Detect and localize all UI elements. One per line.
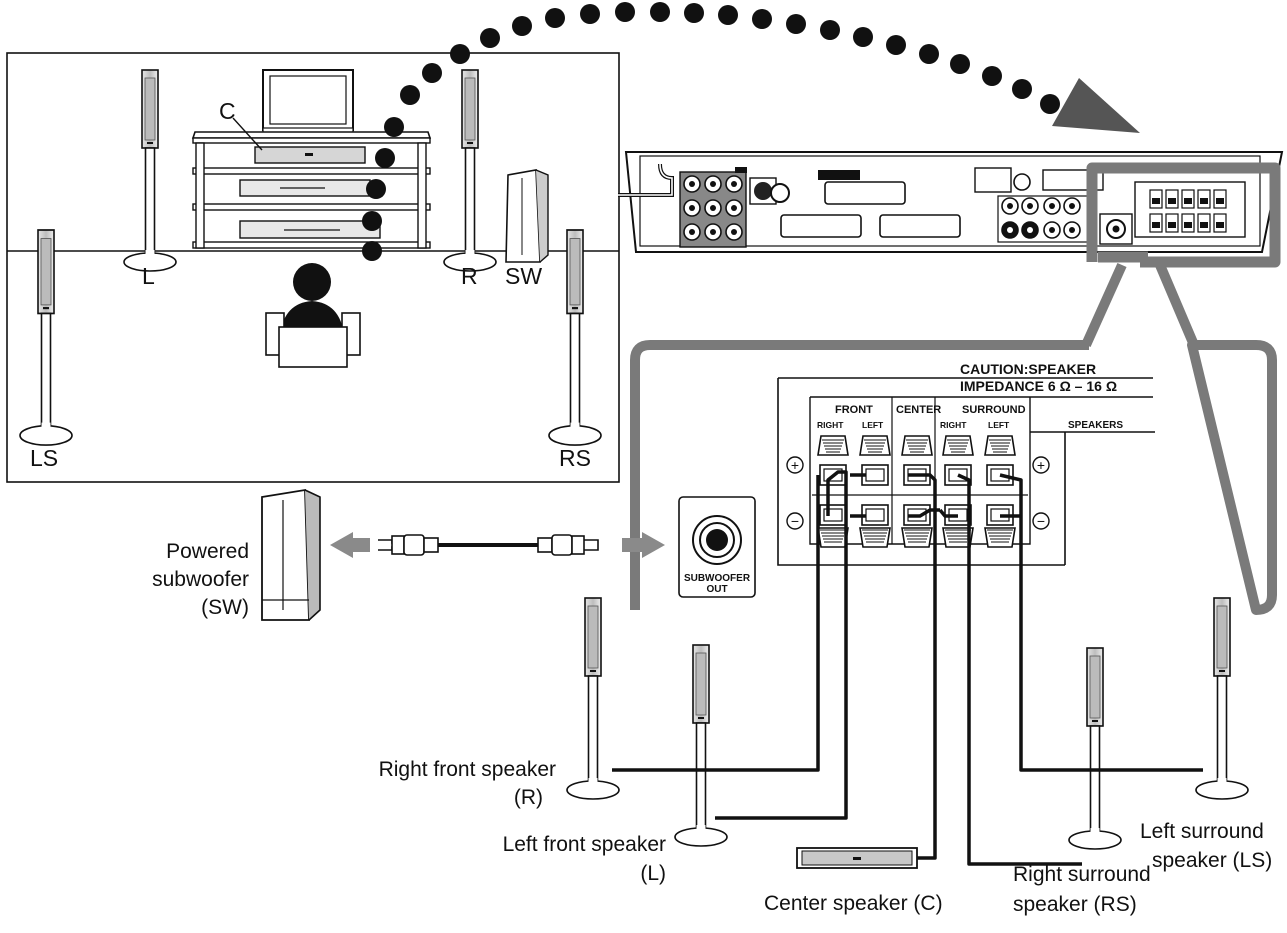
speakers-label: SPEAKERS	[1068, 420, 1123, 431]
dot	[362, 241, 382, 261]
room-label-sw: SW	[505, 263, 542, 289]
label-left-surround-line2: speaker (LS)	[1152, 849, 1272, 872]
dot	[580, 4, 600, 24]
right-front-speaker	[566, 597, 620, 800]
left-front-speaker	[674, 644, 728, 847]
dot	[480, 28, 500, 48]
dot	[422, 63, 442, 83]
subwoofer-room	[505, 169, 549, 263]
minus-sign-right: −	[1037, 513, 1045, 529]
dot	[384, 117, 404, 137]
scart-3	[879, 214, 961, 238]
plus-sign-right: +	[1037, 457, 1045, 473]
dot	[950, 54, 970, 74]
dot	[450, 44, 470, 64]
subwoofer-out-label-1: SUBWOOFER	[684, 573, 751, 584]
minus-sign-left: −	[791, 513, 799, 529]
front-label: FRONT	[835, 404, 873, 416]
dot	[615, 2, 635, 22]
powered-subwoofer	[261, 488, 321, 621]
tv-rack	[191, 69, 432, 249]
dot	[1012, 79, 1032, 99]
room-label-rs: RS	[559, 445, 591, 471]
label-right-surround-line1: Right surround	[1013, 863, 1151, 886]
surround-left-label: LEFT	[988, 420, 1010, 430]
dot	[982, 66, 1002, 86]
dot	[1040, 94, 1060, 114]
label-right-surround-line2: speaker (RS)	[1013, 893, 1137, 916]
dotted-path-arrow	[362, 2, 1060, 261]
dot	[366, 179, 386, 199]
listener-figure	[265, 263, 361, 368]
dot	[786, 14, 806, 34]
surround-label: SURROUND	[962, 404, 1026, 416]
label-left-front-line1: Left front speaker	[503, 833, 666, 856]
plus-sign-left: +	[791, 457, 799, 473]
arrow-left-icon	[330, 532, 370, 558]
av-jacks	[683, 175, 743, 241]
scart-1	[824, 181, 906, 205]
label-right-front-line1: Right front speaker	[379, 758, 556, 781]
speaker-terminal-panel: CAUTION:SPEAKER IMPEDANCE 6 Ω – 16 Ω FRO…	[678, 361, 1155, 598]
subwoofer-label-line2: subwoofer	[152, 568, 249, 591]
speaker-terminals	[812, 435, 1028, 548]
label-center: Center speaker (C)	[764, 892, 943, 915]
center-label: CENTER	[896, 404, 941, 416]
arrow-head	[1052, 78, 1140, 133]
dot	[718, 5, 738, 25]
subwoofer-label-line1: Powered	[166, 540, 249, 563]
plus-icon-left	[786, 456, 804, 474]
audio-jacks	[1001, 197, 1081, 239]
minus-icon-left	[786, 512, 804, 530]
caution-label-1: CAUTION:SPEAKER	[960, 361, 1096, 377]
minus-icon-right	[1032, 512, 1050, 530]
dot	[545, 8, 565, 28]
receiver-rear-panel	[618, 151, 1284, 253]
caution-label-2: IMPEDANCE 6 Ω – 16 Ω	[960, 378, 1117, 394]
dot	[650, 2, 670, 22]
dot	[400, 85, 420, 105]
arrow-right-icon	[622, 532, 665, 558]
dot	[820, 20, 840, 40]
front-left-label: LEFT	[862, 420, 884, 430]
subwoofer-label-line3: (SW)	[201, 596, 249, 619]
plus-icon-right	[1032, 456, 1050, 474]
dot	[375, 148, 395, 168]
surround-right-label: RIGHT	[940, 420, 967, 430]
callout-zoom	[630, 162, 1281, 615]
speaker-wires	[612, 470, 1203, 866]
label-left-surround-line1: Left surround	[1140, 820, 1264, 843]
center-speaker	[796, 847, 918, 869]
scart-2	[780, 214, 862, 238]
dot	[362, 211, 382, 231]
dot	[853, 27, 873, 47]
room-label-c: C	[219, 98, 236, 124]
mini-speaker-terminals	[1149, 189, 1227, 233]
left-surround-speaker	[1195, 597, 1249, 800]
right-surround-speaker	[1068, 647, 1122, 850]
room-label-l: L	[142, 263, 155, 289]
room-layout-box: C L R SW LS RS	[6, 52, 620, 483]
label-right-front-line2: (R)	[514, 786, 543, 809]
subwoofer-out-label-2: OUT	[706, 584, 727, 595]
room-label-r: R	[461, 263, 478, 289]
front-right-label: RIGHT	[817, 420, 844, 430]
label-left-front-line2: (L)	[640, 862, 666, 885]
dot	[886, 35, 906, 55]
room-label-ls: LS	[30, 445, 58, 471]
dot	[684, 3, 704, 23]
dot	[919, 44, 939, 64]
dot	[752, 9, 772, 29]
dot	[512, 16, 532, 36]
subwoofer-cable	[330, 532, 665, 558]
